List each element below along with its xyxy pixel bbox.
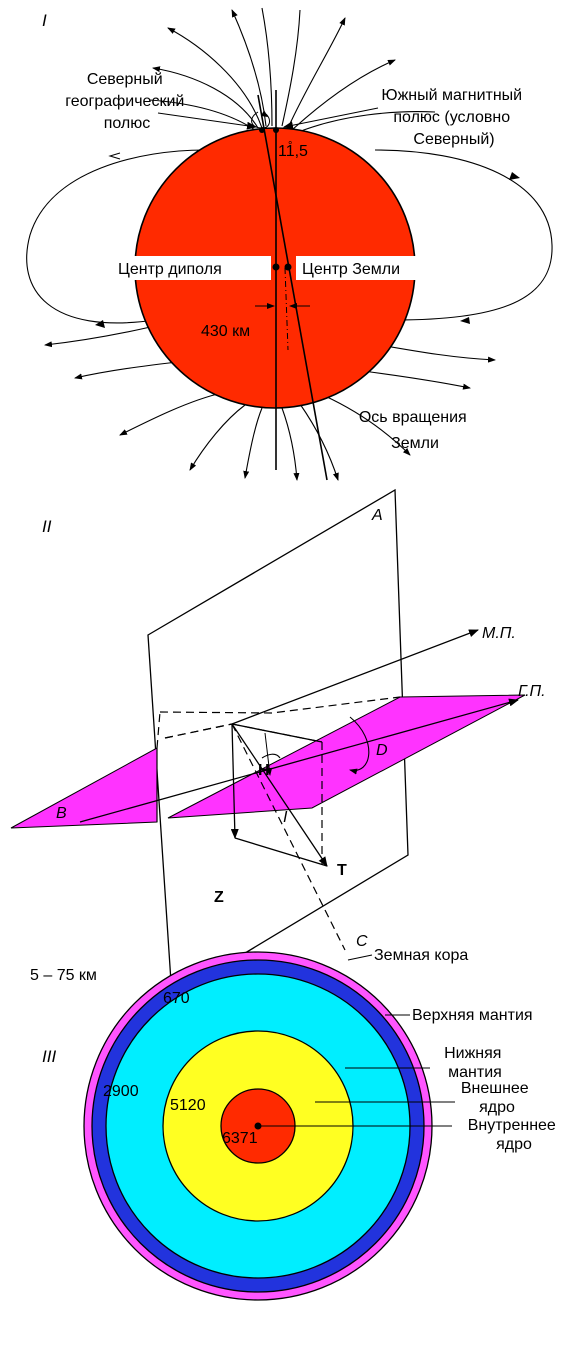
field-loop-left — [26, 149, 206, 324]
geographic-meridian-arrow — [79, 698, 519, 823]
geographic-meridian-label: Г.П. — [518, 683, 546, 700]
north-geo-pole-label: Северный географический полюс — [65, 71, 189, 132]
plane-b-right — [167, 694, 526, 819]
rotation-axis-label: Ось вращения Земли — [359, 409, 471, 452]
plane-a-label: A — [371, 507, 383, 524]
i-label: I — [283, 809, 288, 826]
z-label: Z — [214, 889, 224, 906]
depth-2900-label: 2900 — [103, 1083, 139, 1100]
t-vector — [231, 723, 328, 867]
declination-arc — [349, 716, 370, 775]
depth-5120-label: 5120 — [170, 1097, 206, 1114]
field-lines-top — [149, 7, 436, 134]
south-mag-pole-label: Южный магнитный полюс (условно Северный) — [381, 87, 526, 148]
dipole-center-label: Центр диполя — [118, 261, 222, 278]
h-label: H — [258, 762, 270, 779]
dipole-center-dot — [272, 263, 280, 271]
plane-b-label: B — [56, 805, 67, 822]
inner-core-label: Внутреннее ядро — [468, 1117, 561, 1153]
crust-label: Земная кора — [374, 947, 468, 964]
earth-center-dot — [284, 263, 292, 271]
upper-mantle-label: Верхняя мантия — [412, 1007, 533, 1024]
t-z-link — [234, 837, 328, 867]
declination-label: D — [376, 742, 388, 759]
panel-3-numeral: III — [42, 1047, 56, 1066]
panel-1-numeral: I — [42, 11, 47, 30]
north-geo-pole-dot — [259, 127, 265, 133]
layer-leaders — [258, 954, 455, 1127]
outer-core-label: Внешнее ядро — [461, 1080, 533, 1116]
t-label: T — [337, 862, 347, 879]
depth-670-label: 670 — [163, 990, 190, 1007]
crust-depth-label: 5 – 75 км — [30, 967, 97, 984]
lower-mantle-label: Нижняя мантия — [444, 1045, 506, 1081]
tilt-angle-label: 11,5° — [278, 140, 308, 160]
panel-2-numeral: II — [42, 517, 52, 536]
panel-3-earth-structure: III Земная кора Верхняя мантия Нижняя ма… — [30, 947, 561, 1301]
magnetic-meridian-arrow — [231, 629, 479, 725]
z-vector — [230, 723, 239, 839]
panel-2-magnetic-elements: II A B C D М.П. Г — [10, 488, 546, 999]
rotation-axis — [257, 94, 328, 481]
panel-1-magnetic-field: I — [26, 7, 553, 481]
south-mag-pole-dot — [273, 127, 279, 133]
dipole-offset-label: 430 км — [201, 323, 250, 340]
field-loop-right — [374, 149, 553, 321]
earth-center-label: Центр Земли — [302, 261, 400, 278]
depth-6371-label: 6371 — [222, 1130, 258, 1147]
magnetic-meridian-label: М.П. — [482, 625, 516, 642]
plane-a — [147, 488, 409, 999]
plane-c-label: C — [356, 933, 368, 950]
plane-b — [10, 747, 158, 829]
